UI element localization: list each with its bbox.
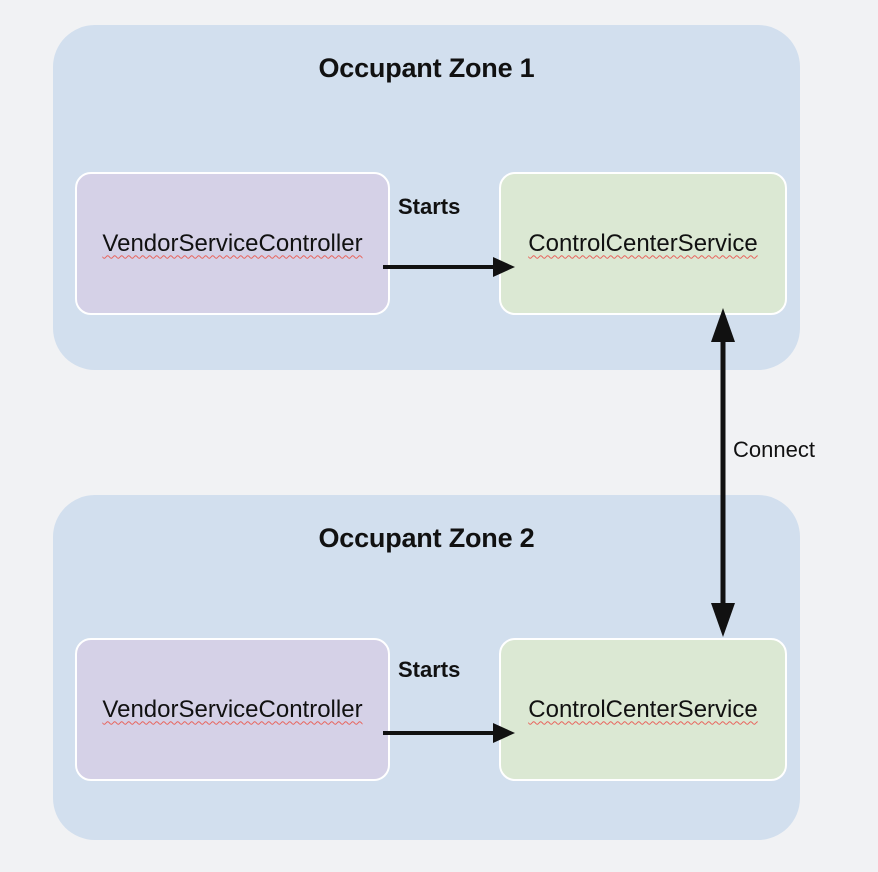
occupant-zone-2-title: Occupant Zone 2 xyxy=(318,523,535,553)
node-control-center-service-zone-2[interactable]: ControlCenterService xyxy=(499,638,787,781)
occupant-zone-1-title: Occupant Zone 1 xyxy=(318,53,535,83)
edge-label-starts-zone-1: Starts xyxy=(398,194,461,219)
edge-label-connect: Connect xyxy=(733,437,815,462)
occupant-zone-2-container: Occupant Zone 2 VendorServiceController … xyxy=(53,495,800,840)
node-label: ControlCenterService xyxy=(528,229,758,257)
node-label: ControlCenterService xyxy=(528,695,758,723)
node-label: VendorServiceController xyxy=(102,229,363,257)
node-label: VendorServiceController xyxy=(102,695,363,723)
node-vendor-service-controller-zone-2[interactable]: VendorServiceController xyxy=(75,638,390,781)
edge-starts-arrow-zone-2 xyxy=(383,723,515,743)
occupant-zone-1-container: Occupant Zone 1 VendorServiceController … xyxy=(53,25,800,370)
node-vendor-service-controller-zone-1[interactable]: VendorServiceController xyxy=(75,172,390,315)
node-control-center-service-zone-1[interactable]: ControlCenterService xyxy=(499,172,787,315)
edge-label-starts-zone-2: Starts xyxy=(398,657,461,682)
